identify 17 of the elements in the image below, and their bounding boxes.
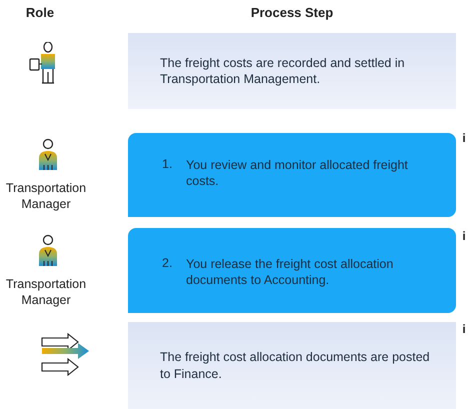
info-marker: i	[461, 131, 467, 147]
role-name: Transportation Manager	[4, 180, 88, 212]
system-box	[128, 33, 456, 109]
step-text: The freight cost allocation documents are posted to Finance.	[160, 349, 431, 382]
column-heading: Process Step	[250, 5, 334, 22]
info-marker: i	[461, 229, 467, 245]
column-heading: Role	[24, 5, 56, 22]
step-text: You review and monitor allocated freight costs.	[186, 157, 409, 190]
step-box	[128, 133, 456, 217]
info-marker: i	[461, 322, 467, 338]
step-text: You release the freight cost allocation documents to Accounting.	[186, 256, 394, 288]
system-box	[128, 322, 456, 409]
step-box	[128, 228, 456, 313]
step-number: 2.	[162, 255, 174, 272]
role-name: Transportation Manager	[4, 276, 88, 308]
step-number: 1.	[162, 156, 174, 172]
step-text: The freight costs are recorded and settled in Transportation Management.	[160, 54, 406, 88]
